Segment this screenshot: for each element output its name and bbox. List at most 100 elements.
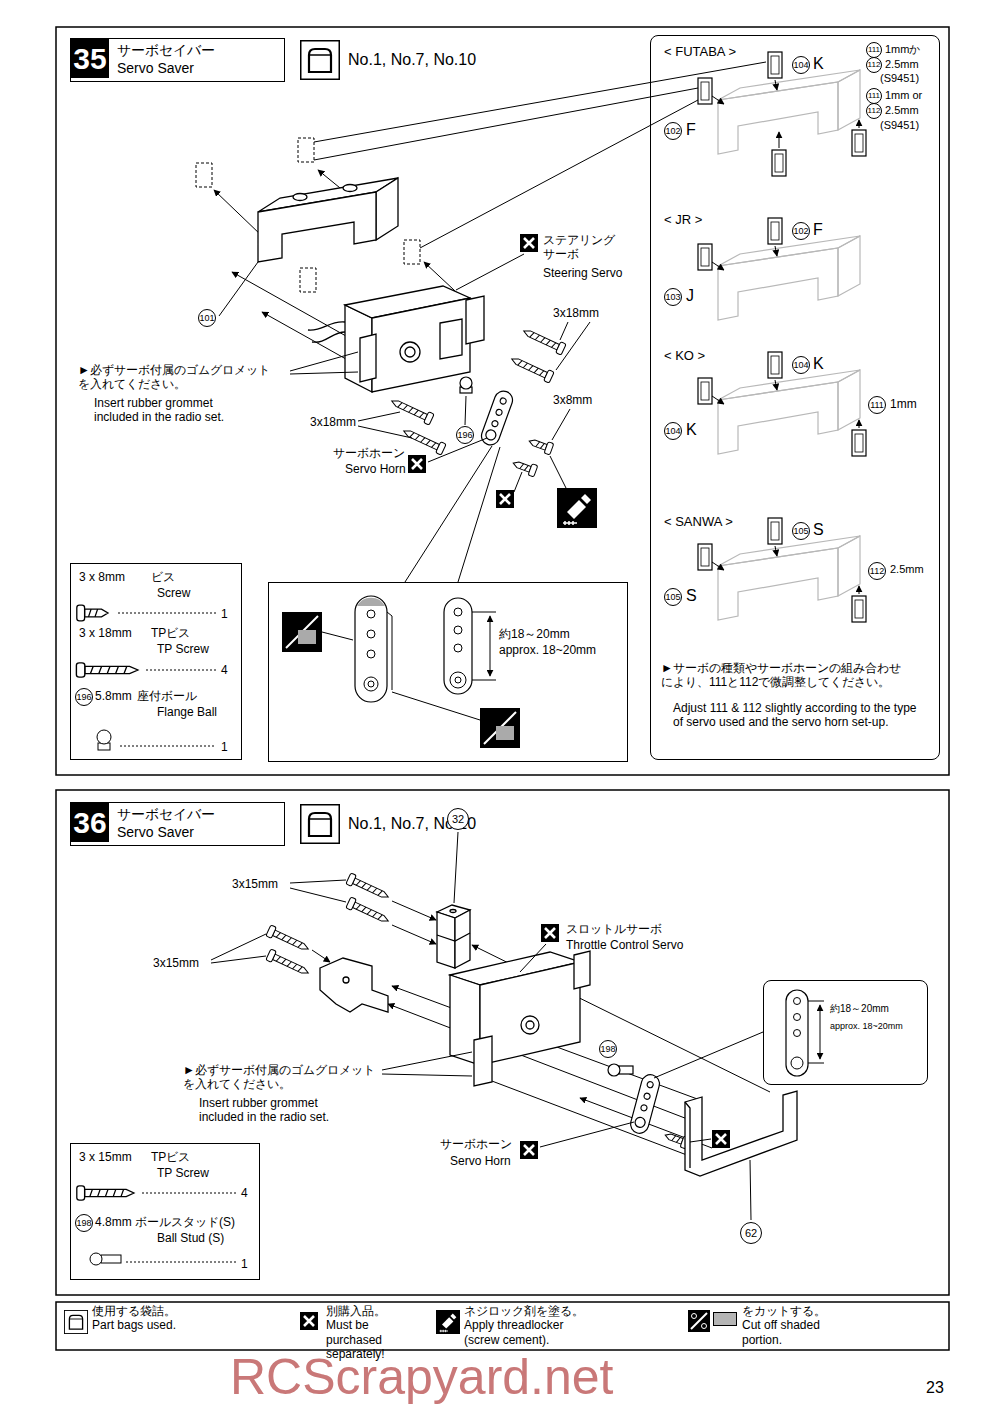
watermark: RCScrapyard.net <box>230 1352 614 1402</box>
servo-bracket <box>685 1102 690 1168</box>
illustration <box>436 1310 460 1334</box>
flange-ball <box>460 377 472 393</box>
note-text: ►必ずサーボ付属のゴムグロメット を入れてください。 <box>183 1063 382 1092</box>
node-text: 4 <box>221 663 228 677</box>
hardware-box: 3 x 8mmビスScrew13 x 18mmTPビスTP Screw41965… <box>70 563 242 760</box>
cut-detail <box>454 644 462 652</box>
node-text: No.1, No.7, No.10 <box>348 50 476 69</box>
dimension-label: 1mmか <box>885 43 920 56</box>
part-letter: F <box>813 220 823 239</box>
cut-detail <box>484 712 516 744</box>
illustration <box>521 326 566 355</box>
futaba-setup <box>772 150 786 176</box>
note-text: ►必ずサーボ付属のゴムグロメット を入れてください。 <box>78 363 277 392</box>
futaba-setup <box>852 130 866 156</box>
steering-servo <box>400 342 420 362</box>
node-text: 1 <box>221 740 228 754</box>
callout-number: 102 <box>664 122 682 140</box>
node-text: 3 x 18mm <box>79 626 132 640</box>
servo-mount-bracket <box>320 958 388 1012</box>
model-label: (S9451) <box>880 72 919 85</box>
callout-number: 112 <box>866 103 882 119</box>
ko-setup <box>698 352 866 456</box>
steering-servo <box>466 296 484 344</box>
illustration <box>557 488 597 528</box>
part-label: スロットルサーボ <box>566 922 662 936</box>
cut-detail <box>355 596 387 702</box>
servo-saver-frame <box>258 192 376 262</box>
leader-line <box>290 254 590 582</box>
jr-setup <box>775 246 777 256</box>
leader-line <box>211 934 266 960</box>
assembly-arrow <box>232 272 362 345</box>
guide-line <box>314 88 698 160</box>
steering-servo <box>372 298 470 392</box>
part-letter: K <box>686 420 697 439</box>
part-label: ステアリング サーボ <box>543 233 628 262</box>
node-text: 3 x 8mm <box>79 570 125 584</box>
servo-horn <box>629 1073 662 1136</box>
node-text: 約18～20mm <box>499 627 570 641</box>
leader-line <box>556 322 590 370</box>
hardware-icon <box>142 1193 236 1194</box>
illustration <box>389 396 434 425</box>
ball-stud <box>619 1066 633 1074</box>
sanwa-setup <box>859 586 860 594</box>
node-text: Screw <box>157 586 190 600</box>
node-text: 約18～20mm <box>830 1003 889 1015</box>
brand-heading: < KO > <box>664 348 705 364</box>
cut-detail <box>444 598 472 694</box>
panel-frame <box>56 1302 949 1350</box>
node-text: TPビス <box>151 1150 190 1164</box>
servo-horn <box>495 409 503 417</box>
sanwa-setup <box>698 544 712 570</box>
servo-mount-bracket <box>320 958 388 1012</box>
leader-line <box>211 832 763 1220</box>
futaba-setup <box>718 70 860 154</box>
brand-heading: < FUTABA > <box>664 44 736 60</box>
part-letter: K <box>813 54 824 73</box>
part-letter: J <box>686 286 694 305</box>
guide-line <box>420 100 698 248</box>
ko-setup <box>698 378 712 404</box>
node-text: Servo Saver <box>117 824 194 841</box>
legend-text: 使用する袋詰。 Part bags used. <box>92 1304 192 1333</box>
ko-setup <box>859 420 860 428</box>
callout-number: 105 <box>792 522 810 540</box>
hardware-icon <box>90 1253 102 1265</box>
sanwa-setup <box>718 536 860 620</box>
illustration <box>527 436 554 455</box>
cut-detail <box>286 616 318 648</box>
part-letter: F <box>686 120 696 139</box>
brand-heading: < SANWA > <box>664 514 733 530</box>
cut-detail <box>454 608 462 616</box>
callout-number: 196 <box>75 688 93 706</box>
callout-number: 32 <box>447 808 469 830</box>
ko-setup <box>852 430 866 456</box>
leader-line <box>454 832 458 903</box>
node-text: サーボセイバー <box>117 806 215 823</box>
node-text: 4.8mm <box>95 1215 132 1229</box>
cut-detail <box>298 630 316 644</box>
servo-horn <box>499 397 507 405</box>
throttle-servo <box>480 962 580 1065</box>
callout-number: 198 <box>75 1214 93 1232</box>
cut-detail <box>368 681 374 687</box>
futaba-setup <box>698 52 866 176</box>
ko-setup <box>775 380 777 390</box>
leader-line <box>382 1074 472 1076</box>
dimension-label: 2.5mm <box>885 58 919 71</box>
legend-text: ネジロック剤を塗る。 Apply threadlocker (screw cem… <box>464 1304 589 1347</box>
cut-detail <box>450 672 466 688</box>
servo-mount-post <box>437 933 470 941</box>
cut-detail <box>364 677 378 691</box>
grommet-spacer <box>196 163 212 187</box>
leader-line <box>290 372 358 374</box>
jr-setup <box>698 218 860 320</box>
detail-inset: 約18～20mmapprox. 18~20mm <box>763 980 928 1085</box>
steering-servo <box>308 286 484 392</box>
illustration <box>300 1312 318 1330</box>
steering-servo <box>308 322 345 330</box>
horn-detail <box>794 1030 801 1037</box>
